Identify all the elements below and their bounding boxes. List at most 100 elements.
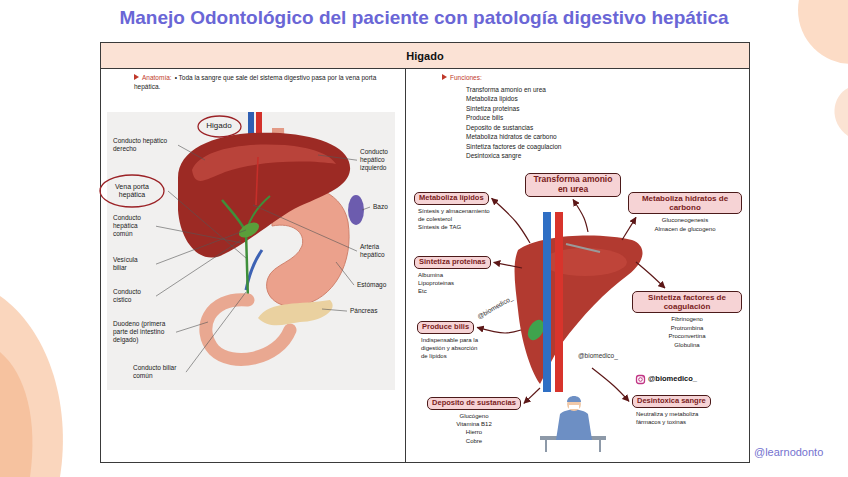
leader-line bbox=[168, 191, 246, 258]
surgeon-body bbox=[556, 410, 592, 441]
surgeon-cap bbox=[567, 396, 581, 402]
function-badge: Sintetiza proteinasAlbuminaLipoproteinas… bbox=[414, 256, 510, 296]
list-item: Produce bilis bbox=[466, 113, 561, 122]
liver-highlight bbox=[192, 144, 336, 180]
watermark: @biomedico_ bbox=[648, 374, 697, 383]
table-ground bbox=[100, 42, 750, 463]
liver bbox=[515, 235, 643, 384]
function-badge: Produce bilisIndispensable para la diges… bbox=[417, 321, 491, 361]
list-item: Metaboliza lipidos bbox=[466, 94, 561, 103]
label-holder: Arteria hepático bbox=[360, 243, 396, 259]
label-holder: @biomedico_ bbox=[648, 374, 697, 383]
label-holder: Bazo bbox=[373, 203, 388, 211]
circled-text: Vena porta hepática bbox=[112, 183, 152, 200]
part-label: Estómago bbox=[357, 281, 386, 289]
label-holder: Páncreas bbox=[350, 307, 377, 315]
hepatic-artery bbox=[256, 157, 258, 205]
cell-heading: Funciones: bbox=[442, 73, 482, 82]
leader-line bbox=[186, 292, 246, 372]
section-heading: Funciones: bbox=[450, 74, 482, 81]
leader-line bbox=[253, 205, 357, 251]
badge-heading: Desintoxica sangre bbox=[632, 395, 711, 408]
leader-line bbox=[318, 155, 357, 160]
part-label: Arteria hepático bbox=[360, 243, 396, 259]
pancreas bbox=[258, 300, 333, 325]
spleen bbox=[348, 195, 364, 225]
label-holder: Conducto cístico bbox=[113, 288, 153, 304]
function-badge: Transforma amonio en urea bbox=[521, 173, 625, 199]
surgeon-mask bbox=[569, 405, 579, 409]
badge-detail: Proconvertina bbox=[668, 332, 705, 340]
function-arrow bbox=[622, 217, 636, 240]
function-arrow bbox=[636, 262, 665, 288]
leader-line bbox=[156, 226, 242, 243]
label-holder: Conducto hepático izquierdo bbox=[360, 148, 398, 172]
badge-detail: Indispensable para la digestión y absorc… bbox=[417, 336, 485, 361]
list-item: Metaboliza hidratos de carbono bbox=[466, 132, 561, 141]
gallbladder bbox=[236, 219, 261, 240]
corner-blob bbox=[0, 352, 32, 477]
badge-heading: Metaboliza lípidos bbox=[414, 192, 489, 205]
label-holder: Estómago bbox=[357, 281, 386, 289]
liver bbox=[178, 133, 350, 258]
cell-text: Anatomía:• Toda la sangre que sale del s… bbox=[134, 73, 399, 91]
table-cell: HigadoVena porta hepática Anatomía:• Toda… bbox=[101, 69, 405, 462]
circle-outline bbox=[198, 116, 241, 137]
circled-label: Higado bbox=[197, 115, 242, 138]
function-arrow bbox=[592, 368, 629, 401]
function-badge: Deposito de sustanciasGlucógenoVitamina … bbox=[417, 397, 531, 445]
liver-anatomy-illustration bbox=[107, 112, 395, 390]
corner-blob bbox=[0, 296, 63, 477]
label-holder: @biomedico_ bbox=[476, 294, 515, 321]
circled-label: Vena porta hepática bbox=[99, 174, 165, 208]
function-list: Transforma amonio en ureaMetaboliza lipi… bbox=[466, 85, 561, 160]
part-label: Bazo bbox=[373, 203, 388, 211]
bullet-marker bbox=[134, 74, 139, 80]
liver-functions-infographic bbox=[515, 212, 645, 452]
leader-lines bbox=[156, 145, 370, 372]
badge-heading: Sintetiza factores de coagulación bbox=[632, 291, 742, 313]
part-label: Conducto hepático derecho bbox=[113, 137, 175, 153]
label-holder: Conducto hepática común bbox=[113, 214, 153, 238]
leader-line bbox=[176, 322, 208, 332]
list-item: Sintetiza proteinas bbox=[466, 104, 561, 113]
badge-detail: Neutraliza y metaboliza fármacos y toxin… bbox=[632, 410, 712, 427]
artery bbox=[555, 212, 563, 392]
badge-detail: Fibrinogeno bbox=[671, 315, 703, 323]
label-holder: Conducto biliar común bbox=[133, 364, 183, 380]
label-holder: Conducto hepático derecho bbox=[113, 137, 175, 153]
function-arrow bbox=[494, 262, 522, 268]
vein bbox=[543, 212, 551, 392]
label-holder: Vesícula biliar bbox=[113, 256, 153, 272]
function-badge: Metaboliza hidratos de carbonoGluconeoge… bbox=[628, 192, 742, 233]
label-holder: Duodeno (primera parte del intestino del… bbox=[113, 320, 173, 344]
instagram-icon bbox=[637, 376, 645, 384]
leader-line bbox=[156, 230, 246, 264]
instagram-icon bbox=[639, 378, 643, 382]
function-arrow bbox=[492, 198, 530, 243]
bullet-marker bbox=[442, 74, 447, 80]
circle-outline bbox=[100, 175, 164, 207]
function-arrow bbox=[573, 200, 588, 232]
list-item: Deposito de sustancias bbox=[466, 123, 561, 132]
badge-detail: Protrombina bbox=[671, 324, 704, 332]
part-label: Duodeno (primera parte del intestino del… bbox=[113, 320, 173, 344]
ligament bbox=[566, 244, 600, 252]
watermark: @biomedico_ bbox=[578, 352, 618, 360]
badge-detail: Síntesis de TAG bbox=[414, 223, 461, 231]
bullet-marker bbox=[134, 74, 139, 80]
label-holder: @biomedico_ bbox=[578, 352, 618, 360]
function-badge: Desintoxica sangreNeutraliza y metaboliz… bbox=[632, 395, 732, 426]
badge-detail: Almacen de glucogeno bbox=[654, 225, 715, 233]
badge-heading: Produce bilis bbox=[417, 321, 474, 334]
part-label: Páncreas bbox=[350, 307, 377, 315]
corner-blob bbox=[798, 0, 848, 64]
circled-text: Higado bbox=[206, 121, 231, 131]
table-header: Higado bbox=[406, 50, 443, 62]
badge-detail: Gluconeogenesis bbox=[662, 216, 708, 224]
badge-heading: Deposito de sustancias bbox=[427, 397, 521, 410]
surgeon-head bbox=[567, 397, 581, 411]
watermark: @learnodonto bbox=[754, 446, 823, 460]
